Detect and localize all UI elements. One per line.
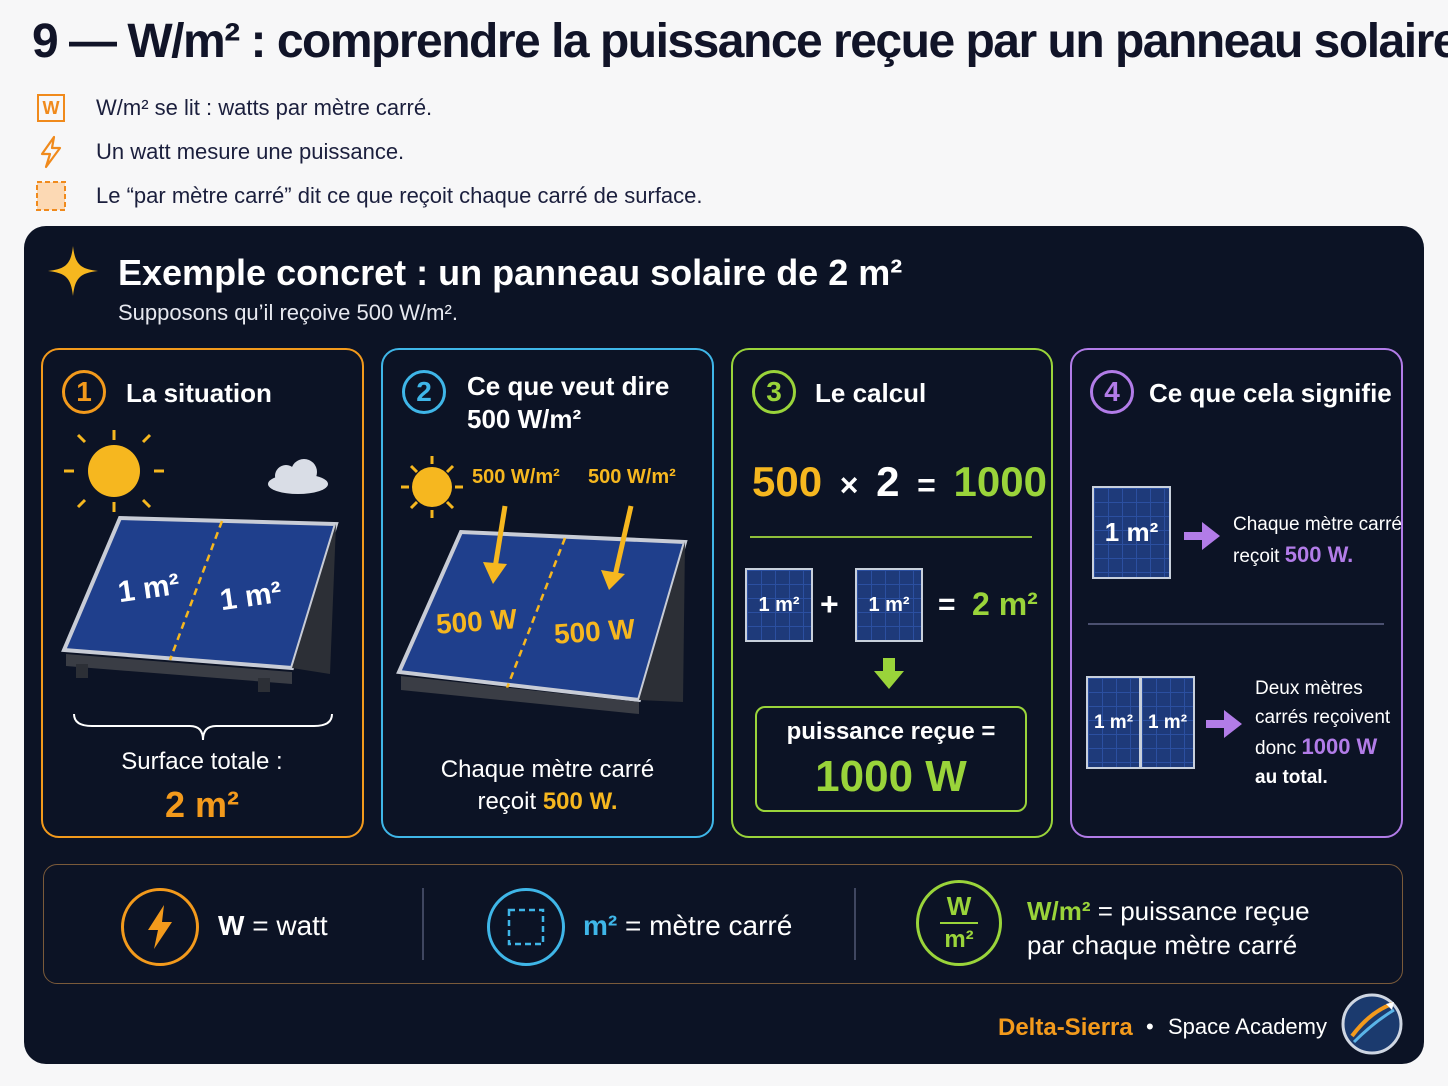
brace-icon — [73, 713, 333, 741]
surface-caption: Surface totale : — [121, 748, 283, 775]
footer-brand: Delta-Sierra — [998, 1014, 1133, 1041]
card-signification — [1070, 348, 1403, 838]
solar-panel-illustration — [61, 430, 339, 692]
sum-result: 2 m² — [972, 586, 1038, 622]
card-title: Ce que veut dire 500 W/m² — [467, 371, 670, 434]
footer-separator: • — [1146, 1014, 1154, 1039]
meaning-value: 500 W. — [542, 788, 618, 815]
step-number: 4 — [1090, 370, 1134, 414]
arrow-right-icon — [1184, 522, 1220, 550]
square-meter-tile: 1 m² — [855, 568, 923, 642]
bullet-watts-per-m2: W W/m² se lit : watts par mètre carré. — [34, 90, 432, 126]
card-title: Le calcul — [815, 378, 927, 408]
equals-sign: = — [938, 588, 956, 621]
row2-value: 1000 W — [1301, 734, 1378, 759]
power-label: 500 W — [552, 613, 636, 650]
solar-panel-illustration — [396, 456, 688, 714]
cloud-icon — [268, 459, 328, 494]
meaning-caption-line2: reçoit 500 W. — [477, 788, 618, 815]
plus-sign: + — [820, 586, 839, 622]
legend-watt-per-m2: W/m² = puissance reçue par chaque mètre … — [1027, 896, 1310, 960]
step-number: 1 — [62, 370, 106, 414]
square-meter-tile: 1 m² — [1086, 676, 1141, 769]
square-meter-tile: 1 m² — [1140, 676, 1195, 769]
dashed-square-icon — [487, 888, 565, 966]
legend-separator — [854, 888, 856, 960]
lightning-icon — [34, 135, 68, 169]
example-title: Exemple concret : un panneau solaire de … — [118, 252, 903, 293]
row1-text: Chaque mètre carré reçoit 500 W. — [1233, 514, 1402, 567]
card-title: La situation — [126, 378, 272, 408]
irradiance-label: 500 W/m² — [588, 466, 676, 488]
arrow-down-icon — [483, 505, 634, 590]
card-title: Ce que cela signifie — [1149, 378, 1392, 408]
divider — [1088, 623, 1384, 625]
result-label: puissance reçue = — [786, 718, 996, 745]
square-meter-tile: 1 m² — [745, 568, 813, 642]
power-label: 500 W — [434, 603, 518, 640]
sun-icon — [401, 456, 463, 518]
page-title: 9 — W/m² : comprendre la puissance reçue… — [32, 15, 1448, 68]
irradiance-label: 500 W/m² — [472, 466, 560, 488]
bullet-per-square-meter: Le “par mètre carré” dit ce que reçoit c… — [34, 178, 703, 214]
sparkle-icon — [48, 246, 98, 296]
result-value: 1000 W — [815, 752, 967, 801]
legend-square-meter: m² = mètre carré — [583, 910, 793, 941]
divider — [750, 536, 1032, 538]
surface-value: 2 m² — [164, 784, 240, 825]
legend-watt: W = watt — [218, 910, 328, 941]
legend-separator — [422, 888, 424, 960]
meaning-caption: Chaque mètre carré — [440, 756, 655, 783]
dashed-square-icon — [34, 179, 68, 213]
bullet-watt-power: Un watt mesure une puissance. — [34, 134, 404, 170]
result-box — [755, 706, 1027, 812]
step-number: 3 — [752, 370, 796, 414]
arrow-down-icon — [874, 658, 904, 689]
card-meaning-500 — [381, 348, 714, 838]
square-meter-tile: 1 m² — [1092, 486, 1171, 579]
card-calcul — [731, 348, 1053, 838]
legend-box — [43, 864, 1403, 984]
footer-academy: Space Academy — [1168, 1014, 1327, 1039]
lightning-icon — [121, 888, 199, 966]
row2-text: Deux mètres carrés reçoivent donc 1000 W… — [1255, 678, 1391, 788]
step-number: 2 — [402, 370, 446, 414]
card-situation — [41, 348, 364, 838]
bullet-text: Un watt mesure une puissance. — [96, 139, 405, 164]
example-subtitle: Supposons qu’il reçoive 500 W/m². — [118, 300, 458, 325]
w-box-icon: W — [37, 94, 65, 122]
calc-equation: 500 × 2 = 1000 — [752, 458, 1047, 505]
row1-value: 500 W. — [1284, 542, 1354, 567]
academy-logo-icon — [1341, 993, 1403, 1055]
bullet-text: W/m² se lit : watts par mètre carré. — [96, 95, 433, 120]
fraction-icon: W m² — [916, 880, 1002, 966]
bullet-text: Le “par mètre carré” dit ce que reçoit c… — [96, 183, 703, 208]
sun-icon — [64, 430, 164, 512]
arrow-right-icon — [1206, 710, 1242, 738]
